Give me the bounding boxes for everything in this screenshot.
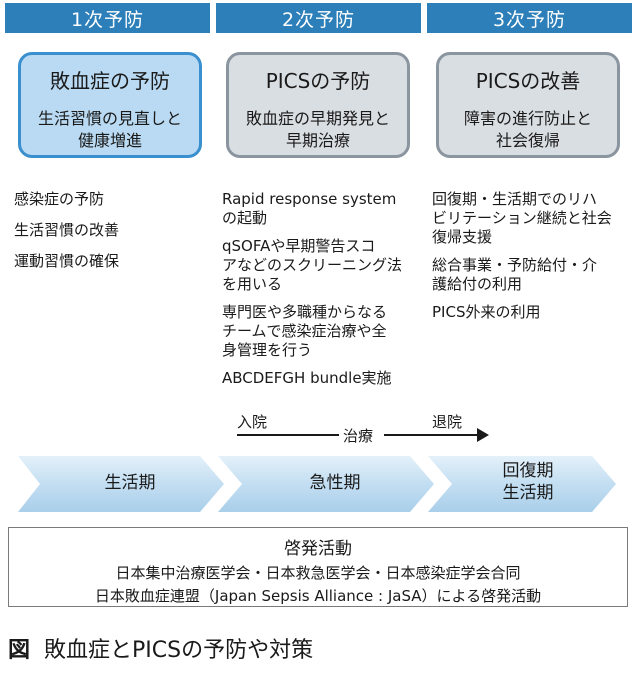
awareness-line-1: 日本集中治療医学会・日本救急医学会・日本感染症学会合同 (115, 564, 521, 582)
chevron-acute (218, 456, 434, 512)
timeline-line-right (384, 434, 477, 436)
header-secondary-prevention: 2次予防 (216, 3, 421, 33)
list-item: 回復期・生活期でのリハ ビリテーション継続と社会 復帰支援 (432, 190, 612, 246)
awareness-line-2: 日本敗血症連盟（Japan Sepsis Alliance : JaSA）による… (94, 587, 542, 605)
list-item: 感染症の予防 (14, 190, 105, 208)
box-title: PICSの予防 (265, 69, 371, 93)
column-secondary-items: Rapid response system の起動 qSOFAや早期警告スコ ア… (222, 190, 422, 397)
timeline-discharge: 退院 (432, 413, 463, 431)
timeline-arrow-icon (477, 428, 489, 442)
list-item: ABCDEFGH bundle実施 (222, 369, 392, 387)
header-primary-prevention: 1次予防 (5, 3, 210, 33)
chevron-label-recovery: 回復期 生活期 (502, 461, 554, 503)
list-item: PICS外来の利用 (432, 303, 541, 321)
figure-label: 図 (8, 638, 31, 663)
figure-title: 敗血症とPICSの予防や対策 (44, 638, 314, 663)
list-item: 運動習慣の確保 (14, 252, 120, 270)
timeline-line-left (237, 434, 339, 436)
box-title: PICSの改善 (475, 69, 581, 93)
column-primary-items: 感染症の予防 生活習慣の改善 運動習慣の確保 (14, 190, 209, 283)
timeline-treatment: 治療 (343, 427, 374, 445)
header-tertiary-prevention: 3次予防 (427, 3, 632, 33)
figure-caption: 図敗血症とPICSの予防や対策 (8, 632, 313, 664)
list-item: Rapid response system の起動 (222, 190, 397, 227)
list-item: 総合事業・予防給付・介 護給付の利用 (432, 256, 598, 293)
box-sepsis-prevention: 敗血症の予防 生活習慣の見直しと 健康増進 (18, 52, 202, 158)
list-item: 専門医や多職種からなる チームで感染症治療や全 身管理を行う (222, 303, 388, 359)
box-pics-prevention: PICSの予防 敗血症の早期発見と 早期治療 (226, 52, 410, 158)
box-subtitle: 生活習慣の見直しと 健康増進 (37, 109, 182, 150)
chevron-label-acute: 急性期 (309, 473, 361, 493)
phase-chevrons: 生活期 急性期 回復期 生活期 (18, 456, 618, 513)
box-subtitle: 敗血症の早期発見と 早期治療 (245, 109, 390, 150)
chevron-label-daily-life: 生活期 (104, 473, 156, 493)
column-tertiary-items: 回復期・生活期でのリハ ビリテーション継続と社会 復帰支援 総合事業・予防給付・… (432, 190, 632, 331)
box-title: 敗血症の予防 (50, 69, 170, 93)
awareness-title: 啓発活動 (284, 539, 352, 559)
list-item: 生活習慣の改善 (14, 221, 120, 239)
box-pics-improvement: PICSの改善 障害の進行防止と 社会復帰 (436, 52, 620, 158)
chevron-recovery (428, 456, 616, 512)
timeline-admission: 入院 (237, 413, 268, 431)
box-subtitle: 障害の進行防止と 社会復帰 (463, 109, 592, 150)
chevron-daily-life (18, 456, 224, 512)
list-item: qSOFAや早期警告スコ アなどのスクリーニング法 を用いる (222, 237, 403, 293)
chevron-arrows (18, 456, 616, 512)
awareness-box: 啓発活動 日本集中治療医学会・日本救急医学会・日本感染症学会合同 日本敗血症連盟… (8, 527, 628, 607)
